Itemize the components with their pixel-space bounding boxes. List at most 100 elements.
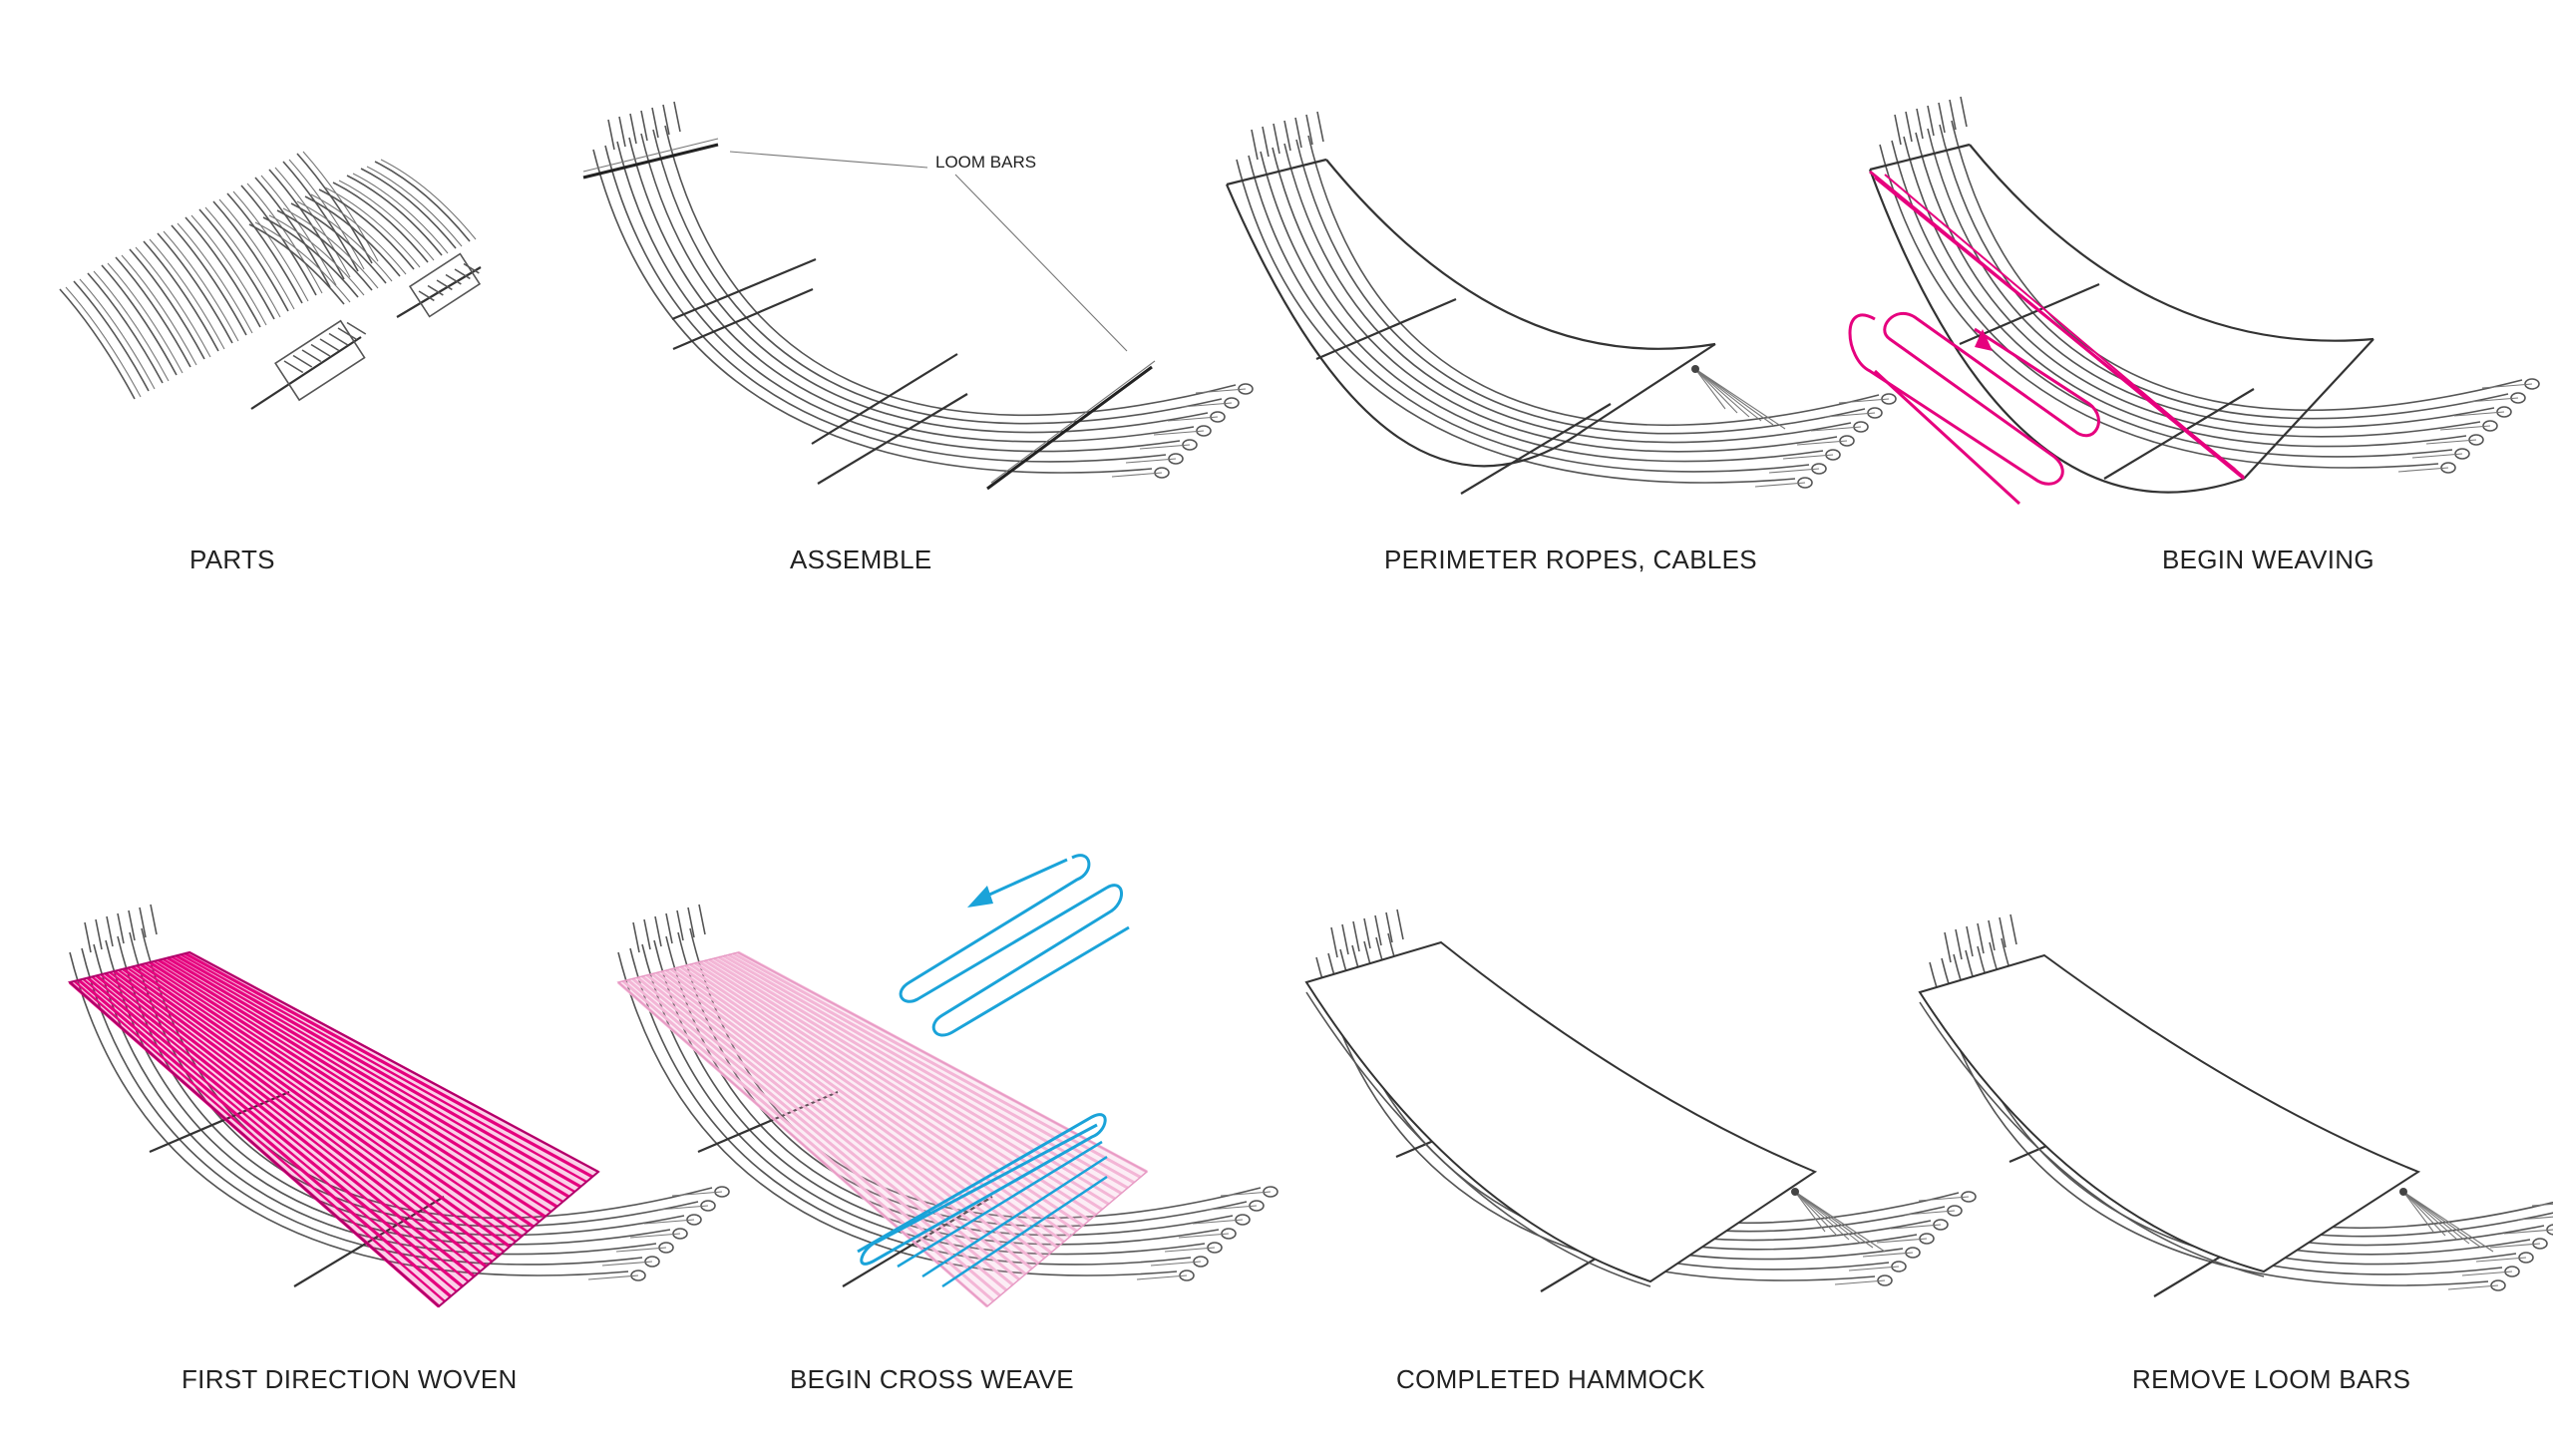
slat	[143, 240, 219, 352]
slat-tube	[629, 1233, 681, 1239]
weave-strand	[650, 972, 1033, 1271]
slat	[640, 133, 1209, 434]
cable	[2402, 1191, 2446, 1237]
weave-strand	[727, 953, 1135, 1185]
slat-edge	[177, 222, 253, 334]
slat-tube	[1848, 1266, 1900, 1272]
peg	[292, 354, 313, 368]
weave-strand	[669, 967, 1059, 1249]
weave-strand	[118, 968, 505, 1253]
slat	[346, 175, 443, 256]
weave-strand	[621, 979, 995, 1302]
cross-rod	[293, 1196, 445, 1287]
parts-curved-slats	[59, 151, 379, 400]
panel-begin-cross-weave: BEGIN CROSS WEAVE	[616, 854, 1278, 1394]
weave-strand	[679, 965, 1072, 1239]
slat-tube-end	[2546, 1224, 2553, 1236]
slat-tube-end	[1881, 393, 1897, 405]
slat	[115, 256, 191, 368]
slat-tube	[2475, 1257, 2527, 1263]
slat	[93, 943, 657, 1256]
slat-tube	[1125, 458, 1177, 464]
cross-rod	[149, 1090, 290, 1154]
slat-end	[1977, 922, 1985, 954]
slat	[641, 943, 1206, 1256]
end-cables	[1791, 1188, 1886, 1253]
peg	[319, 338, 340, 352]
slat-end	[1988, 919, 1996, 951]
slat-end	[150, 904, 158, 935]
peg	[454, 268, 471, 280]
slat-end	[687, 907, 695, 938]
slat	[73, 280, 150, 392]
slat-tube	[1150, 1261, 1202, 1267]
slat-tube	[1838, 398, 1890, 404]
slat-end	[1385, 911, 1393, 943]
slat-tube-end	[2468, 434, 2484, 446]
slat	[332, 182, 429, 263]
slat-edge	[338, 180, 435, 261]
slat	[1248, 155, 1810, 473]
slat-end	[698, 904, 706, 935]
peg	[301, 349, 322, 363]
weave-strand	[175, 953, 582, 1189]
slat-tube-end	[630, 1270, 646, 1281]
weave-outline	[67, 950, 600, 1308]
peg	[436, 279, 453, 291]
weave-strand	[77, 978, 452, 1298]
slat-end	[2009, 913, 2017, 945]
slat	[318, 188, 415, 270]
slat-end	[1905, 111, 1913, 143]
weave-strand	[153, 959, 552, 1214]
weave-strand	[684, 963, 1078, 1233]
slat-tube	[2481, 383, 2533, 389]
weave-strand	[91, 975, 470, 1282]
slat	[226, 192, 303, 304]
cross-rod	[817, 393, 968, 485]
slat-end	[1916, 108, 1924, 140]
arrow-icon	[967, 886, 993, 908]
weave-strand	[674, 966, 1065, 1244]
peg	[310, 343, 331, 357]
slat-end	[1396, 909, 1404, 940]
slat-tube	[587, 1274, 639, 1280]
cable-ring	[2399, 1188, 2407, 1196]
weave-strand	[162, 957, 564, 1204]
slat-tube	[657, 1205, 709, 1211]
slat-tube	[1111, 472, 1163, 478]
slat-end	[640, 110, 648, 142]
slat	[1272, 147, 1838, 453]
slat-tube-end	[1839, 435, 1855, 447]
slat-edge	[149, 238, 225, 350]
parts-loom-bar-upper	[396, 252, 482, 318]
cross-rods	[671, 257, 958, 445]
slat	[1903, 136, 2467, 448]
panel-label: PERIMETER ROPES, CABLES	[1384, 545, 1757, 574]
slat	[290, 202, 387, 284]
slat-end	[1273, 123, 1280, 155]
slat-end	[1938, 102, 1946, 134]
slat-tube	[1192, 1219, 1244, 1225]
slat	[1927, 128, 2495, 429]
slat	[374, 161, 471, 242]
slat-end	[632, 921, 640, 953]
slat-tube	[2425, 439, 2477, 445]
slat-end	[643, 918, 651, 950]
slat-edge	[296, 200, 393, 282]
slat-tube-end	[1263, 1186, 1278, 1198]
hammock-frame-slats	[1879, 96, 2540, 480]
panel-label: COMPLETED HAMMOCK	[1396, 1364, 1705, 1394]
cross-weave-cord-blue	[857, 1113, 1108, 1288]
slat-end	[1352, 920, 1360, 952]
slat-edge	[232, 190, 309, 302]
slat	[1929, 961, 2489, 1286]
cable	[1794, 1191, 1874, 1249]
slat-end	[1894, 114, 1902, 146]
slat-tube-end	[1853, 421, 1869, 433]
slat-tube-end	[1249, 1200, 1265, 1212]
slat	[87, 272, 164, 384]
slat-tube-end	[2532, 1238, 2548, 1250]
weave-strand	[140, 962, 535, 1229]
slat-tube	[1782, 454, 1834, 460]
peg	[427, 284, 444, 296]
